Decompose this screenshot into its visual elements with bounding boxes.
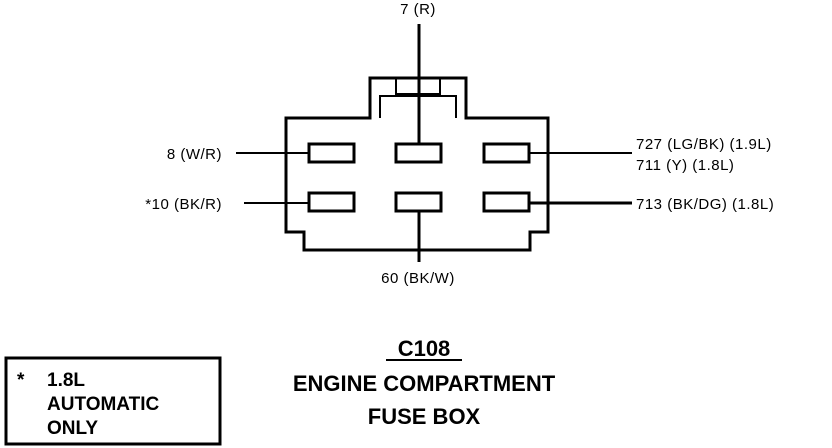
wire-label-right-upper-2: 711 (Y) (1.8L) <box>636 157 734 174</box>
connector-title-line2: FUSE BOX <box>368 404 481 429</box>
wire-label-right-upper-1: 727 (LG/BK) (1.9L) <box>636 136 772 153</box>
terminal-upper-right <box>482 142 531 164</box>
note-line3: ONLY <box>47 418 98 439</box>
terminal-lower-center <box>394 191 443 213</box>
terminal-upper-left <box>307 142 356 164</box>
wire-label-left-lower: *10 (BK/R) <box>145 196 222 213</box>
note-marker: * <box>17 370 25 391</box>
wire-label-bottom: 60 (BK/W) <box>381 270 455 287</box>
terminal-upper-center <box>394 142 443 164</box>
connector-id: C108 <box>398 336 451 361</box>
terminal-lower-left <box>307 191 356 213</box>
note-line2: AUTOMATIC <box>47 394 160 415</box>
wire-label-right-lower: 713 (BK/DG) (1.8L) <box>636 196 774 213</box>
connector-housing <box>284 76 550 252</box>
wire-label-left-upper: 8 (W/R) <box>167 146 222 163</box>
note-box <box>4 356 222 446</box>
wire-label-top: 7 (R) <box>400 1 436 18</box>
connector-title-line1: ENGINE COMPARTMENT <box>293 371 556 396</box>
note-line1: 1.8L <box>47 370 85 391</box>
terminal-lower-right <box>482 191 531 213</box>
